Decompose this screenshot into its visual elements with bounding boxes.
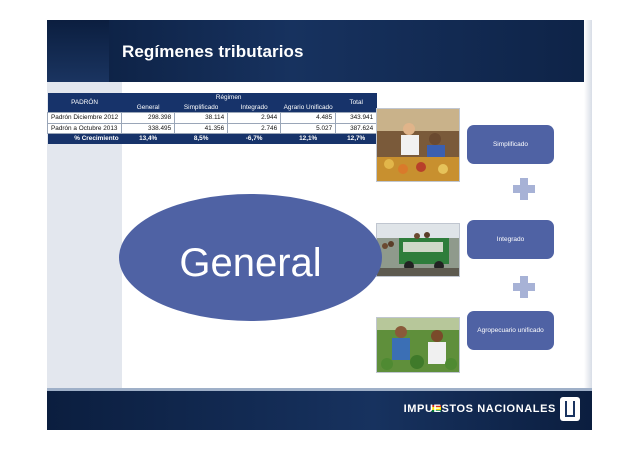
transport-photo <box>376 223 460 277</box>
table-row: Padrón Diciembre 2012 298.398 38.114 2.9… <box>47 112 378 124</box>
cell-total: 343.941 <box>335 112 378 124</box>
slide-header: Regímenes tributarios <box>47 20 592 82</box>
growth-agrario: 12,1% <box>280 133 336 144</box>
cell-integrado: 2.746 <box>227 122 282 134</box>
header-agrario: Agrario Unificado <box>280 102 336 113</box>
brand-name: IMPUESTOS NACIONALES <box>403 403 556 415</box>
tax-regime-table: PADRÓN Régimen Total General Simplificad… <box>47 93 378 144</box>
agropecuario-box: Agropecuario unificado <box>467 311 554 350</box>
cell-total: 387.624 <box>335 122 378 134</box>
right-shadow <box>584 20 592 430</box>
cell-general: 338.495 <box>121 122 176 134</box>
growth-row: % Crecimiento 13,4% 8,5% -6,7% 12,1% 12,… <box>47 133 377 144</box>
cell-simplificado: 38.114 <box>174 112 229 124</box>
slide-footer: IMPUESTOS NACIONALES <box>47 388 592 430</box>
cell-simplificado: 41.356 <box>174 122 229 134</box>
table-row: Padrón a Octubre 2013 338.495 41.356 2.7… <box>47 122 378 134</box>
simplificado-box: Simplificado <box>467 125 554 164</box>
farmers-photo <box>376 317 460 373</box>
market-vendors-photo <box>376 108 460 182</box>
header-padron: PADRÓN <box>47 93 122 113</box>
general-regime-label: General <box>179 241 322 285</box>
header-integrado: Integrado <box>227 102 281 113</box>
row-label: Padrón Diciembre 2012 <box>47 112 123 124</box>
header-simplificado: Simplificado <box>174 102 228 113</box>
plus-icon <box>513 276 535 298</box>
header-total: Total <box>335 93 377 113</box>
integrado-box: Integrado <box>467 220 554 259</box>
growth-integrado: -6,7% <box>227 133 281 144</box>
growth-label: % Crecimiento <box>47 133 122 144</box>
plus-icon <box>513 178 535 200</box>
growth-total: 12,7% <box>335 133 377 144</box>
cell-agrario: 5.027 <box>280 122 337 134</box>
cell-integrado: 2.944 <box>227 112 282 124</box>
bolivia-flag-icon <box>432 405 441 412</box>
cell-general: 298.398 <box>121 112 176 124</box>
cell-agrario: 4.485 <box>280 112 337 124</box>
footer-separator <box>47 388 592 391</box>
general-regime-ellipse <box>119 194 382 321</box>
header-general: General <box>121 102 175 113</box>
slide-title: Regímenes tributarios <box>122 42 304 61</box>
impuestos-logo-icon <box>560 397 580 421</box>
header-left-band <box>47 20 109 82</box>
growth-simplificado: 8,5% <box>174 133 228 144</box>
header-regimen: Régimen <box>121 93 336 103</box>
row-label: Padrón a Octubre 2013 <box>47 122 123 134</box>
growth-general: 13,4% <box>121 133 175 144</box>
slide: Regímenes tributarios PADRÓN Régimen Tot… <box>47 20 592 430</box>
